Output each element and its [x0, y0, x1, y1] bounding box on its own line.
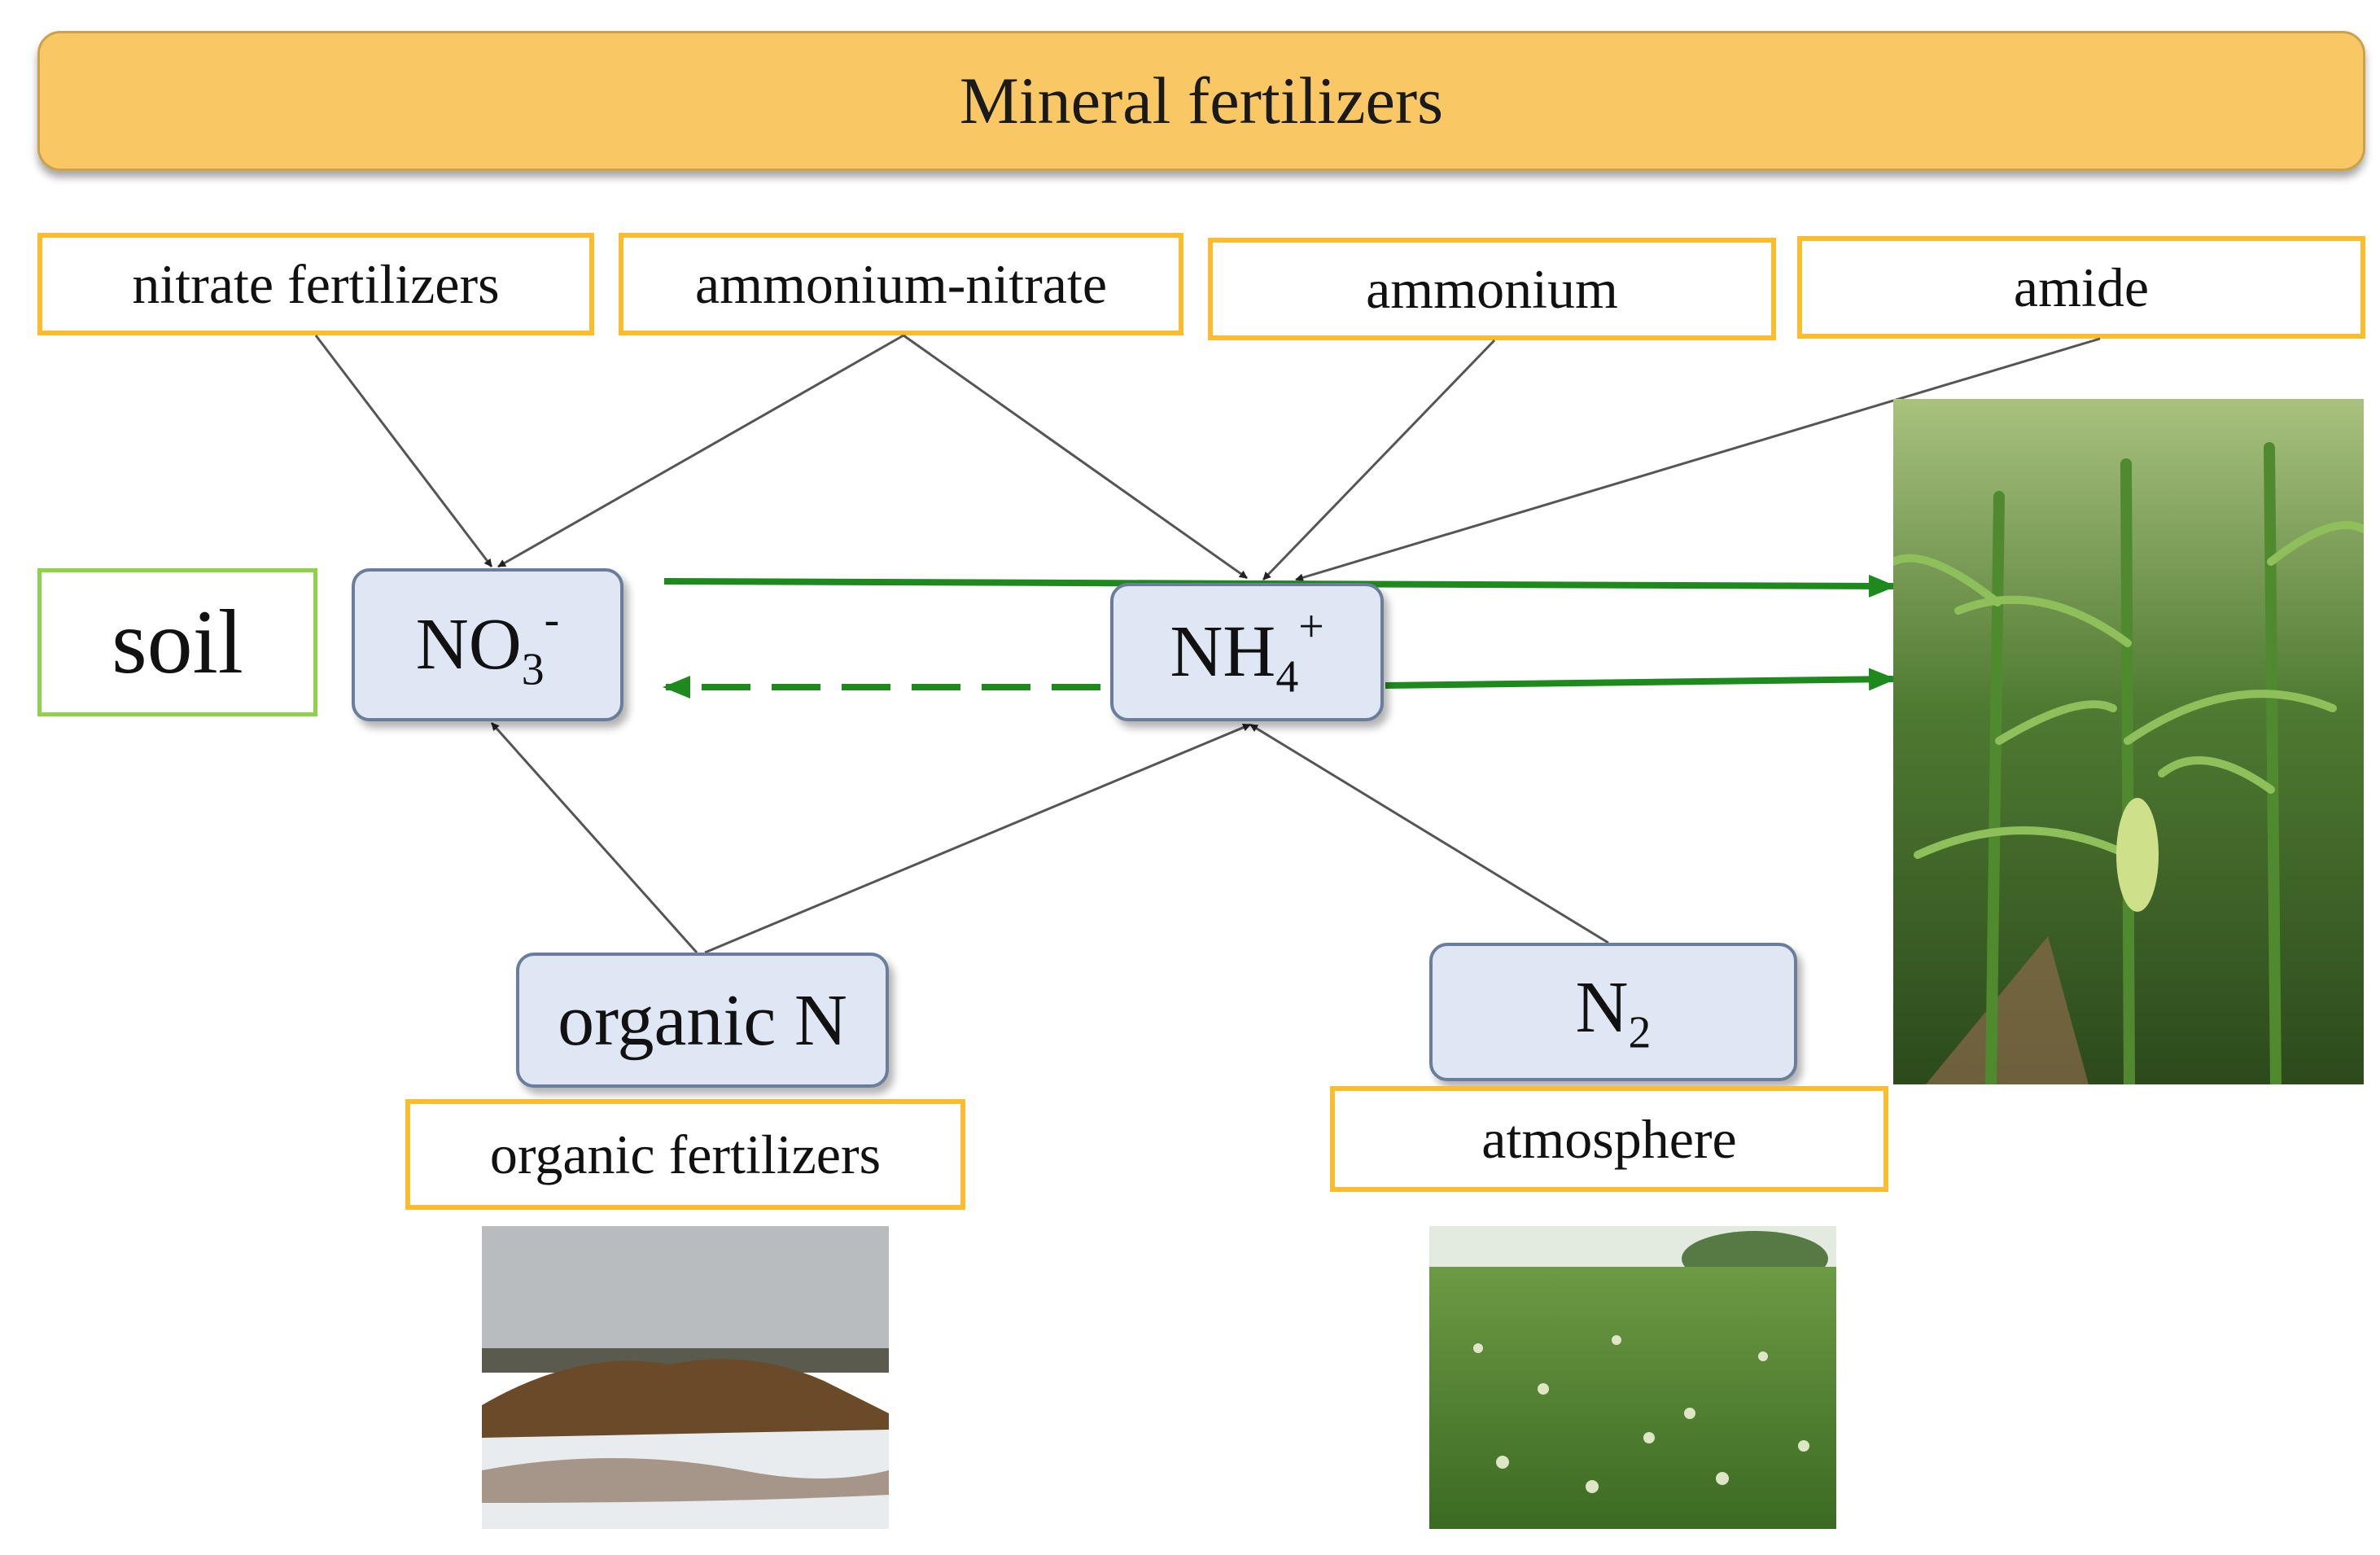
atmosphere-label: atmosphere: [1481, 1107, 1737, 1170]
nitrate-ion-formula: NO3-: [415, 594, 560, 695]
soil-box: soil: [37, 568, 317, 716]
legume-field-photo: [1429, 1226, 1836, 1529]
ammonium-ion-formula: NH4+: [1170, 602, 1324, 703]
ammonium-fertilizer-box: ammonium: [1208, 238, 1776, 340]
arrow-ammonium-to-nh4: [1262, 339, 1496, 581]
nitrate-fertilizers-box: nitrate fertilizers: [37, 233, 594, 335]
ammonium-nitrate-label: ammonium-nitrate: [694, 252, 1108, 315]
arrow-amide-to-nh4: [1295, 337, 2101, 582]
arrow-amm-nitrate-to-nh4: [903, 334, 1248, 580]
maize-field-photo: [1893, 399, 2364, 1084]
arrow-n2-to-nh4: [1249, 723, 1609, 944]
arrow-organic-to-no3: [490, 722, 698, 953]
organic-n-node: organic N: [516, 953, 889, 1088]
nitrate-fertilizers-label: nitrate fertilizers: [132, 252, 500, 315]
dinitrogen-node: N2: [1429, 943, 1797, 1081]
uptake-arrow-nh4: [1385, 668, 1897, 691]
organic-fertilizers-box: organic fertilizers: [405, 1099, 965, 1210]
arrow-organic-to-nh4: [704, 723, 1251, 954]
ammonium-fertilizer-label: ammonium: [1366, 257, 1618, 320]
arrow-amm-nitrate-to-no3: [497, 334, 904, 568]
atmosphere-box: atmosphere: [1330, 1086, 1888, 1192]
mineral-fertilizers-banner: Mineral fertilizers: [37, 31, 2365, 171]
ammonium-ion-node: NH4+: [1110, 583, 1384, 721]
organic-fertilizers-label: organic fertilizers: [489, 1123, 882, 1185]
soil-label: soil: [112, 591, 243, 693]
ammonium-nitrate-box: ammonium-nitrate: [619, 233, 1183, 335]
manure-heap-photo: [482, 1226, 889, 1529]
organic-n-label: organic N: [558, 979, 847, 1061]
amide-label: amide: [2013, 256, 2150, 318]
arrow-nitrate-fert-to-no3: [314, 335, 493, 567]
dinitrogen-formula: N2: [1575, 966, 1652, 1058]
nitrate-ion-node: NO3-: [352, 568, 623, 721]
amide-box: amide: [1797, 236, 2365, 339]
banner-label: Mineral fertilizers: [959, 64, 1444, 138]
